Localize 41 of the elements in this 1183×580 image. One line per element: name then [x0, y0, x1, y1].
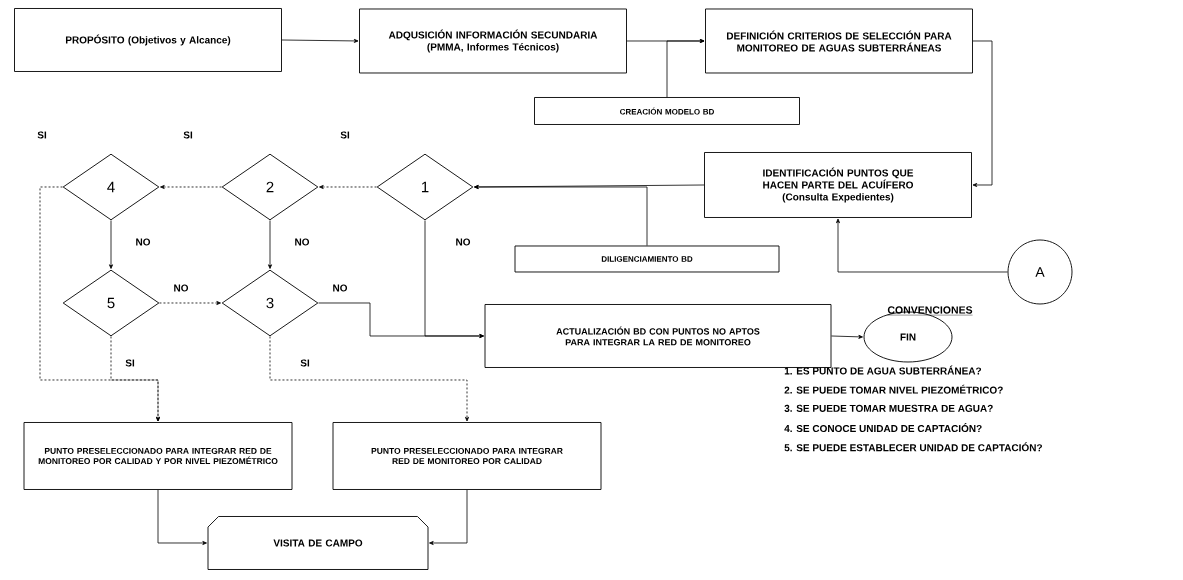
arrow — [268, 220, 272, 269]
arrow — [836, 218, 1008, 273]
arrow — [269, 336, 469, 422]
process-box: IDENTIFICACIÓN PUNTOS QUE HACEN PARTE DEL ACUÍFERO (Consulta Expedientes) — [704, 152, 972, 218]
legend-item: 1. ES PUNTO DE AGUA SUBTERRÁNEA? — [784, 365, 982, 375]
arrow — [110, 336, 160, 422]
legend-item: 5. SE PUEDE ESTABLECER UNIDAD DE CAPTACIÓN? — [784, 442, 1042, 452]
edge-label: SI — [339, 130, 351, 140]
edge-label: NO — [134, 237, 152, 247]
arrow — [319, 185, 377, 189]
process-box: DEFINICIÓN CRITERIOS DE SELECCIÓN PARA MONITOREO DE AGUAS SUBTERRÁNEAS — [705, 8, 973, 74]
process-box: ACTUALIZACIÓN BD CON PUNTOS NO APTOS PARA INTEGRAR LA RED DE MONITOREO — [484, 304, 832, 368]
arrow — [160, 185, 222, 189]
process-box: VISITA DE CAMPO — [207, 516, 429, 570]
edge-label: NO — [172, 283, 190, 293]
arrow — [109, 220, 113, 269]
arrow — [666, 39, 705, 98]
process-box: PUNTO PRESELECCIONADO PARA INTEGRAR RED DE MONITOREO POR CALIDAD Y POR NIVEL PIEZOMÉTRICO — [23, 422, 293, 490]
edge-label: NO — [454, 237, 472, 247]
process-box: ADQUSICIÓN INFORMACIÓN SECUNDARIA (PMMA, Informes Técnicos) — [359, 8, 627, 74]
arrow — [831, 334, 863, 339]
process-box: PUNTO PRESELECCIONADO PARA INTEGRAR RED DE MONITOREO POR CALIDAD — [332, 422, 602, 490]
legend-item: 2. SE PUEDE TOMAR NIVEL PIEZOMÉTRICO? — [784, 384, 1003, 394]
arrow — [157, 489, 207, 545]
arrow — [429, 489, 468, 545]
arrow — [159, 301, 221, 305]
arrow — [474, 185, 648, 246]
arrow — [281, 38, 359, 43]
edge-label: NO — [293, 237, 311, 247]
edge-label: SI — [182, 130, 194, 140]
edge-label: NO — [331, 283, 349, 293]
legend-item: 3. SE PUEDE TOMAR MUESTRA DE AGUA? — [784, 404, 993, 412]
process-box: CREACIÓN MODELO BD — [534, 97, 800, 125]
legend-item: 4. SE CONOCE UNIDAD DE CAPTACIÓN? — [784, 423, 982, 433]
process-box: PROPÓSITO (Objetivos y Alcance) — [14, 8, 282, 72]
arrow — [972, 40, 993, 187]
edge-label: SI — [36, 130, 48, 140]
edge-label: SI — [124, 358, 136, 368]
arrow — [318, 302, 484, 338]
process-box: DILIGENCIAMIENTO BD — [514, 245, 780, 273]
edge-label: SI — [299, 358, 311, 368]
